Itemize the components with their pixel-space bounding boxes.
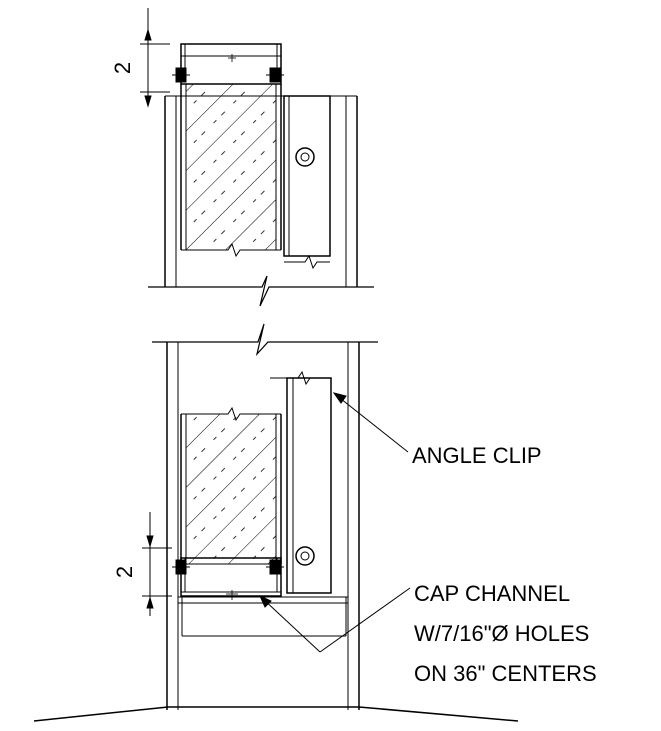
angle-clip-leader bbox=[332, 392, 409, 453]
cap-channel-label-line3: ON 36" CENTERS bbox=[414, 661, 597, 686]
bottom-dimension-label: 2 bbox=[112, 566, 137, 578]
top-section bbox=[140, 8, 374, 307]
top-cap-channel bbox=[180, 43, 282, 85]
bottom-screw-right-icon bbox=[266, 559, 284, 575]
ground-line bbox=[33, 706, 519, 722]
top-dimension bbox=[140, 8, 170, 108]
bottom-angle-clip bbox=[286, 377, 332, 594]
cap-channel-label-line2: W/7/16"Ø HOLES bbox=[414, 621, 589, 646]
angle-clip-label: ANGLE CLIP bbox=[412, 443, 542, 468]
bottom-section bbox=[33, 323, 519, 722]
top-angle-clip bbox=[283, 95, 331, 257]
top-screw-left-icon bbox=[172, 67, 190, 83]
bottom-cap-channel bbox=[180, 557, 282, 597]
bottom-break-line bbox=[152, 323, 378, 357]
bottom-screw-left-icon bbox=[172, 559, 190, 575]
cap-channel-leader bbox=[258, 587, 411, 653]
bottom-bolt-icon bbox=[295, 546, 315, 566]
top-break-line bbox=[148, 275, 374, 307]
top-screw-right-icon bbox=[266, 67, 284, 83]
bottom-dimension bbox=[142, 512, 172, 616]
cap-channel-label-line1: CAP CHANNEL bbox=[414, 581, 570, 606]
top-block-break-line bbox=[181, 242, 281, 258]
top-bolt-icon bbox=[295, 147, 315, 167]
top-dimension-label: 2 bbox=[110, 62, 135, 74]
